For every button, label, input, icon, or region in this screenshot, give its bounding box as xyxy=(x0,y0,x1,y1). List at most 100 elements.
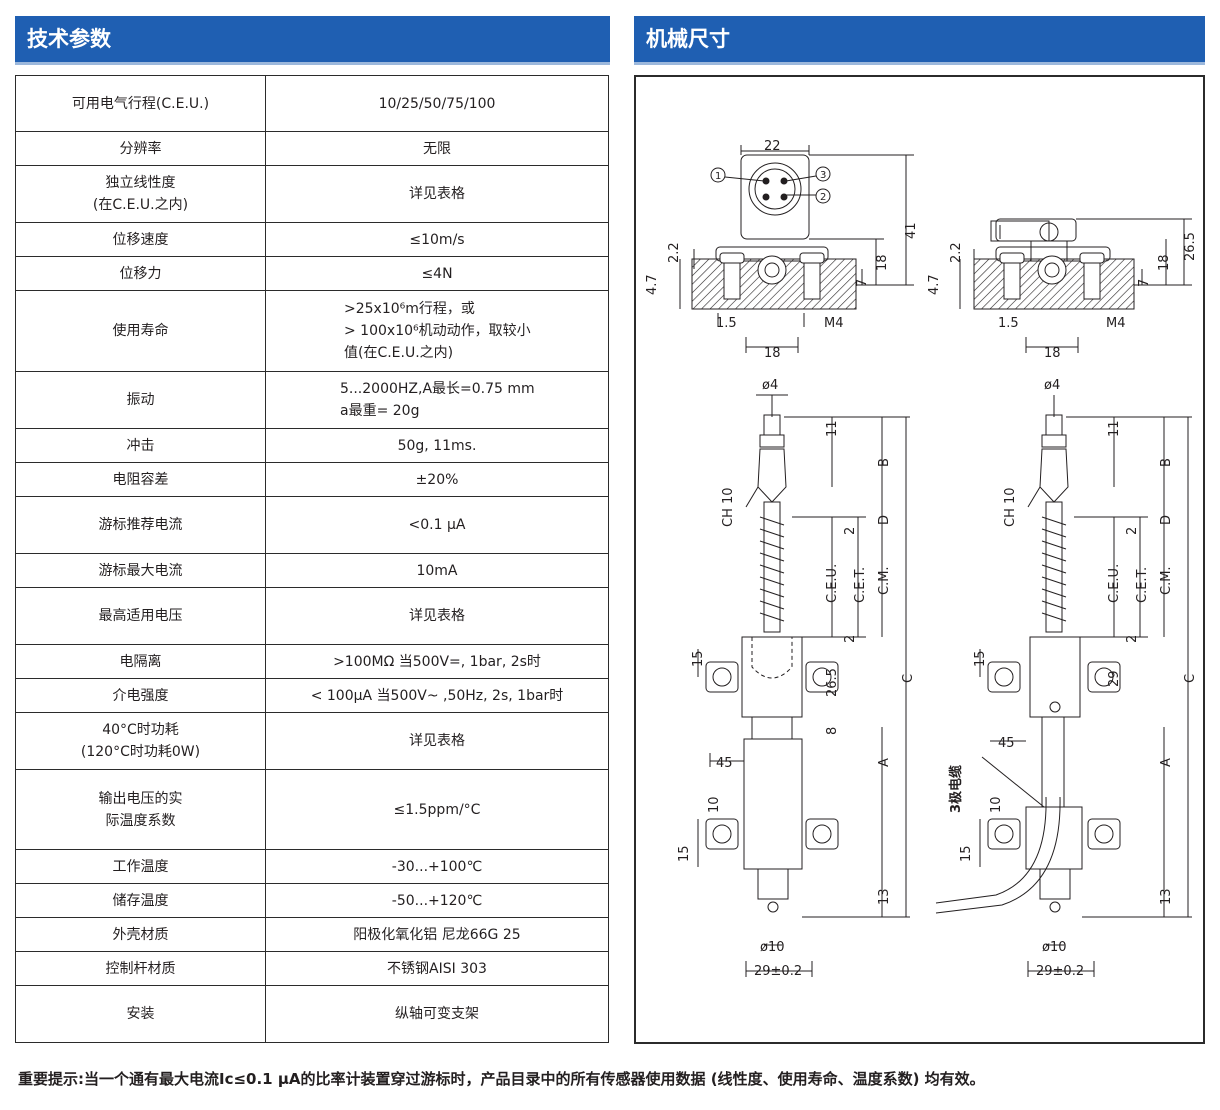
table-row: 储存温度 -50...+120℃ xyxy=(15,883,609,918)
table-row: 介电强度 < 100μA 当500V~ ,50Hz, 2s, 1bar时 xyxy=(15,678,609,713)
pin-1-label: 1 xyxy=(715,171,721,182)
dim-2-2: 2.2 xyxy=(667,242,682,263)
spec-value: 阳极化氧化铝 尼龙66G 25 xyxy=(265,917,609,952)
dim-c-right: C xyxy=(1183,674,1198,683)
dim-29: 29 xyxy=(1107,670,1122,687)
dim-10-right: 10 xyxy=(989,796,1004,813)
dim-cm: C.M. xyxy=(877,566,892,595)
mechanical-drawing-panel: 22 1 3 2 41 18 2.2 4.7 7 1.5 M4 18 26.5 … xyxy=(634,75,1205,1044)
dim-2-2-right: 2.2 xyxy=(949,242,964,263)
table-row: 冲击 50g, 11ms. xyxy=(15,428,609,463)
spec-label: 介电强度 xyxy=(15,678,266,713)
spec-label: 外壳材质 xyxy=(15,917,266,952)
dim-2-top: 2 xyxy=(843,527,858,535)
table-row: 外壳材质 阳极化氧化铝 尼龙66G 25 xyxy=(15,917,609,952)
dim-7-right: 7 xyxy=(1137,279,1152,287)
dim-15-bottom-right: 15 xyxy=(959,845,974,862)
spec-value: 详见表格 xyxy=(265,165,609,223)
dim-10: 10 xyxy=(707,796,722,813)
spec-value: 不锈钢AISI 303 xyxy=(265,951,609,986)
table-row: 位移力 ≤4N xyxy=(15,256,609,291)
spec-value: ≤10m/s xyxy=(265,222,609,257)
table-row: 最高适用电压 详见表格 xyxy=(15,587,609,645)
table-row: 工作温度 -30...+100℃ xyxy=(15,849,609,884)
dim-cet: C.E.T. xyxy=(853,567,868,603)
dim-15-top-right: 15 xyxy=(973,650,988,667)
spec-label: 电隔离 xyxy=(15,644,266,679)
dim-phi10-right: ø10 xyxy=(1042,940,1067,955)
spec-value: 详见表格 xyxy=(265,712,609,770)
dim-c: C xyxy=(901,674,916,683)
dim-d: D xyxy=(877,515,892,525)
dim-ch10-right: CH 10 xyxy=(1003,487,1018,527)
dim-1-5-right: 1.5 xyxy=(998,316,1019,331)
spec-label: 电阻容差 xyxy=(15,462,266,497)
spec-label: 40°C时功耗(120°C时功耗0W) xyxy=(15,712,266,770)
dim-26-5-body: 26.5 xyxy=(825,668,840,697)
dim-a-right: A xyxy=(1159,758,1174,767)
dim-4-7: 4.7 xyxy=(645,274,660,295)
dim-29-tol-right: 29±0.2 xyxy=(1036,964,1084,979)
spec-label: 独立线性度(在C.E.U.之内) xyxy=(15,165,266,223)
dim-m4: M4 xyxy=(824,316,844,331)
mechanical-drawing: 22 1 3 2 41 18 2.2 4.7 7 1.5 M4 18 26.5 … xyxy=(645,139,1198,979)
dim-ceu-right: C.E.U. xyxy=(1107,564,1122,603)
dim-45: 45 xyxy=(716,756,733,771)
table-row: 位移速度 ≤10m/s xyxy=(15,222,609,257)
table-row: 可用电气行程(C.E.U.) 10/25/50/75/100 xyxy=(15,75,609,132)
table-row: 使用寿命 >25x10⁶m行程，或> 100x10⁶机动动作，取较小值(在C.E… xyxy=(15,290,609,372)
dim-18-height-right: 18 xyxy=(1157,254,1172,271)
spec-label: 使用寿命 xyxy=(15,290,266,372)
table-row: 输出电压的实际温度系数 ≤1.5ppm/°C xyxy=(15,769,609,850)
dimensions-section-title: 机械尺寸 xyxy=(634,16,1205,62)
dim-d-right: D xyxy=(1159,515,1174,525)
spec-value: 50g, 11ms. xyxy=(265,428,609,463)
dim-1-5: 1.5 xyxy=(716,316,737,331)
spec-value: >100MΩ 当500V=, 1bar, 2s时 xyxy=(265,644,609,679)
spec-label: 工作温度 xyxy=(15,849,266,884)
pin-3-label: 3 xyxy=(820,170,826,181)
table-row: 40°C时功耗(120°C时功耗0W) 详见表格 xyxy=(15,712,609,770)
dim-26-5: 26.5 xyxy=(1183,232,1198,261)
dim-cm-right: C.M. xyxy=(1159,566,1174,595)
dim-m4-right: M4 xyxy=(1106,316,1126,331)
dim-15-bottom: 15 xyxy=(677,845,692,862)
table-row: 安装 纵轴可变支架 xyxy=(15,985,609,1043)
spec-value: 无限 xyxy=(265,131,609,166)
dim-11-right: 11 xyxy=(1107,420,1122,437)
table-row: 控制杆材质 不锈钢AISI 303 xyxy=(15,951,609,986)
spec-label: 冲击 xyxy=(15,428,266,463)
table-row: 电隔离 >100MΩ 当500V=, 1bar, 2s时 xyxy=(15,644,609,679)
spec-label: 位移速度 xyxy=(15,222,266,257)
dim-41: 41 xyxy=(904,222,919,239)
dim-22: 22 xyxy=(764,139,781,154)
dim-phi4: ø4 xyxy=(762,378,778,393)
spec-value: 详见表格 xyxy=(265,587,609,645)
dim-b: B xyxy=(877,458,892,467)
important-note: 重要提示:当一个通有最大电流Ic≤0.1 μA的比率计装置穿过游标时，产品目录中… xyxy=(18,1070,985,1088)
dim-13-right: 13 xyxy=(1159,888,1174,905)
spec-value: 纵轴可变支架 xyxy=(265,985,609,1043)
dim-8: 8 xyxy=(825,727,840,735)
pin-2-label: 2 xyxy=(820,192,826,203)
table-row: 游标最大电流 10mA xyxy=(15,553,609,588)
dim-2-bottom: 2 xyxy=(843,635,858,643)
spec-label: 位移力 xyxy=(15,256,266,291)
spec-label: 输出电压的实际温度系数 xyxy=(15,769,266,850)
spec-value: -50...+120℃ xyxy=(265,883,609,918)
table-row: 分辨率 无限 xyxy=(15,131,609,166)
dimensions-title-underline xyxy=(634,62,1205,65)
spec-value: <0.1 μA xyxy=(265,496,609,554)
table-row: 独立线性度(在C.E.U.之内) 详见表格 xyxy=(15,165,609,223)
dim-13: 13 xyxy=(877,888,892,905)
dim-18-height: 18 xyxy=(875,254,890,271)
spec-label: 游标推荐电流 xyxy=(15,496,266,554)
dim-29-tol: 29±0.2 xyxy=(754,964,802,979)
spec-value: ≤1.5ppm/°C xyxy=(265,769,609,850)
spec-label: 储存温度 xyxy=(15,883,266,918)
spec-value: 10mA xyxy=(265,553,609,588)
dim-ch10: CH 10 xyxy=(721,487,736,527)
cable-label: 3极电缆 xyxy=(948,765,964,813)
dim-7: 7 xyxy=(855,279,870,287)
